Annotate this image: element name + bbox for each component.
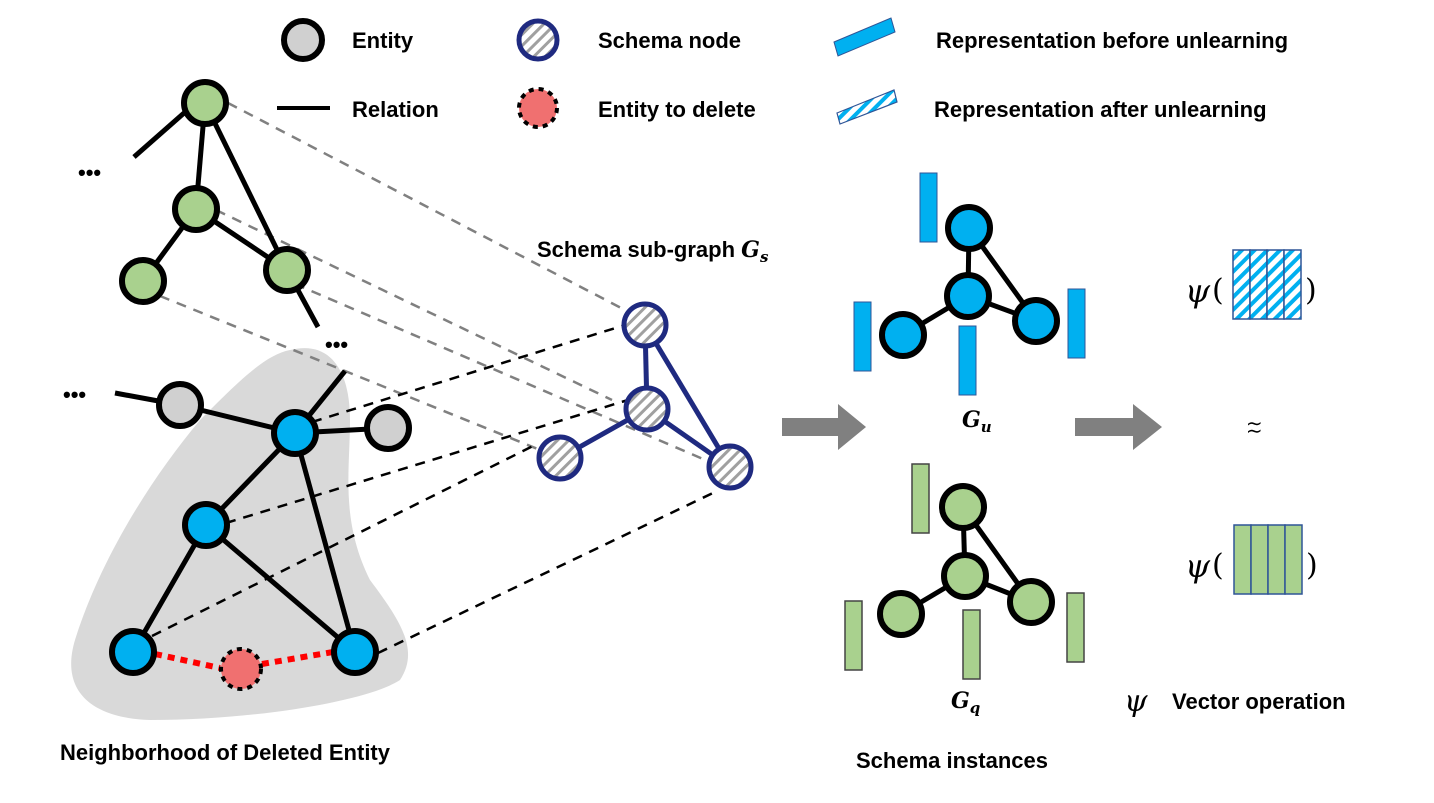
schema-node	[623, 385, 671, 433]
representation-vector-before	[1067, 288, 1086, 359]
entity-node-blue	[1012, 297, 1060, 345]
legend-rep-before-label: Representation before unlearning	[936, 28, 1288, 53]
legend-entity-to-delete-label: Entity to delete	[598, 97, 756, 122]
ellipsis: •••	[78, 160, 101, 185]
entity-node-blue	[944, 272, 992, 320]
entity-node-green	[1007, 578, 1055, 626]
open-paren: (	[1212, 273, 1224, 308]
entity-node-blue	[331, 628, 379, 676]
relation-edge	[130, 523, 209, 654]
psi-symbol: ψ	[1185, 272, 1211, 310]
representation-vector-before	[853, 301, 872, 372]
deleted-relation-edge	[154, 651, 221, 671]
legend-relation-label: Relation	[352, 97, 439, 122]
entity-node-blue	[945, 204, 993, 252]
relation-edge	[132, 104, 194, 159]
representation-vector-green	[1284, 524, 1303, 595]
entity-to-delete-node	[219, 647, 263, 691]
neighborhood-graph: •••	[63, 369, 412, 691]
representation-vector-before	[919, 172, 938, 243]
legend-rep-after-icon	[836, 89, 898, 125]
ellipsis: •••	[325, 332, 348, 357]
legend: Entity Relation Schema node Entity to de…	[277, 17, 1288, 129]
entity-node-green	[181, 79, 229, 127]
entity-node-blue	[271, 409, 319, 457]
proj-line	[159, 294, 546, 454]
open-paren: (	[1212, 548, 1224, 583]
entity-node-blue	[109, 628, 157, 676]
relation-edge	[202, 101, 290, 272]
proj-line	[227, 101, 626, 312]
top-graph: ••• •••	[78, 79, 348, 357]
representation-vector-green	[911, 463, 930, 534]
vector-operation-label: Vector operation	[1172, 689, 1346, 714]
close-paren: )	[1306, 548, 1318, 583]
gq-label: Gq	[951, 688, 980, 717]
arrow-right-icon	[1075, 404, 1162, 450]
schema-instance-gu: Gu	[853, 172, 1086, 436]
entity-node-green	[941, 552, 989, 600]
representation-vector-green	[1267, 524, 1286, 595]
schema-instance-gq: Gq	[844, 463, 1085, 717]
representation-vector-green	[1233, 524, 1252, 595]
psi-symbol: ψ	[1185, 547, 1211, 585]
psi-green: ψ ( )	[1185, 524, 1318, 595]
representation-vector-after	[1283, 249, 1302, 320]
representation-vector-before	[958, 325, 977, 396]
projection-lines-gray	[159, 101, 711, 464]
schema-subgraph: Schema sub-graph Gs	[536, 237, 769, 491]
legend-entity-label: Entity	[352, 28, 414, 53]
relation-edge	[292, 432, 358, 653]
approx-symbol: ≀≀	[1243, 420, 1267, 435]
schema-node	[536, 434, 584, 482]
ellipsis: •••	[63, 382, 86, 407]
arrow-right-icon	[782, 404, 866, 450]
representation-vector-green	[962, 609, 981, 680]
legend-schema-node-label: Schema node	[598, 28, 741, 53]
psi-after-unlearning: ψ ( )	[1185, 249, 1317, 320]
entity-node-green	[263, 246, 311, 294]
proj-line	[311, 324, 623, 424]
schema-edge	[642, 323, 733, 469]
entity-node-green	[939, 483, 987, 531]
representation-vector-green	[844, 600, 863, 671]
schema-node	[706, 443, 754, 491]
proj-line	[225, 398, 629, 525]
proj-line	[294, 282, 711, 464]
proj-line	[215, 208, 613, 402]
legend-entity-to-delete-icon	[517, 87, 559, 129]
representation-vector-green	[1250, 524, 1269, 595]
relation-edge	[204, 523, 357, 654]
close-paren: )	[1305, 273, 1317, 308]
entity-node-blue	[182, 501, 230, 549]
psi-legend-symbol: ψ	[1124, 684, 1148, 719]
representation-vector-after	[1266, 249, 1285, 320]
neighborhood-caption: Neighborhood of Deleted Entity	[60, 740, 391, 765]
entity-node-gray	[364, 404, 412, 452]
representation-vector-after	[1249, 249, 1268, 320]
legend-rep-before-icon	[833, 17, 896, 57]
entity-node-green	[877, 590, 925, 638]
schema-subgraph-title: Schema sub-graph Gs	[537, 237, 769, 266]
entity-node-green	[172, 185, 220, 233]
representation-vector-after	[1232, 249, 1251, 320]
projection-lines-black	[151, 324, 716, 655]
entity-node-green	[119, 257, 167, 305]
schema-instances-caption: Schema instances	[856, 748, 1048, 773]
entity-node-gray	[156, 381, 204, 429]
entity-node-blue	[879, 311, 927, 359]
gu-label: Gu	[962, 407, 992, 436]
schema-node	[621, 301, 669, 349]
proj-line	[377, 490, 716, 655]
legend-rep-after-label: Representation after unlearning	[934, 97, 1267, 122]
representation-vector-green	[1066, 592, 1085, 663]
legend-schema-node-icon	[516, 18, 560, 62]
legend-entity-icon	[281, 18, 325, 62]
